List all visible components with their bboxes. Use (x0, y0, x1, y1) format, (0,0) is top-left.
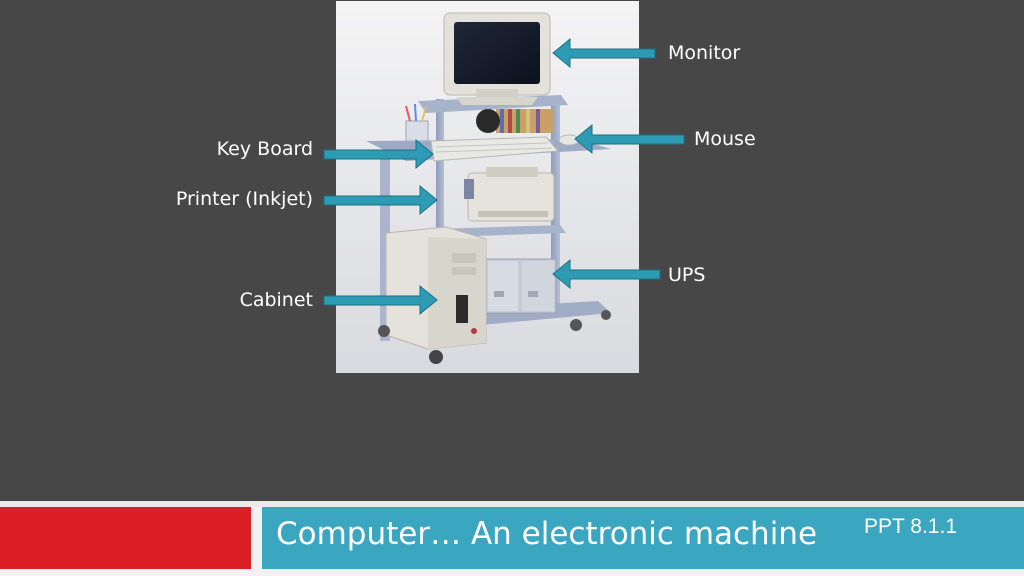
footer-red-block (0, 507, 251, 569)
cabinet-arrow-icon (323, 284, 438, 316)
label-cabinet: Cabinet (239, 289, 313, 311)
label-printer: Printer (Inkjet) (175, 188, 313, 210)
footer-bottom-strip (0, 569, 1024, 576)
computer-workstation-photo (336, 1, 639, 373)
printer-arrow-icon (323, 184, 438, 216)
footer-separator (0, 501, 1024, 507)
footer-gap (251, 507, 262, 576)
label-ups: UPS (668, 264, 706, 286)
mouse-arrow-icon (574, 123, 685, 155)
slide-title: Computer… An electronic machine (276, 516, 818, 552)
footer-title-bar (262, 507, 1024, 569)
slide-code: PPT 8.1.1 (864, 515, 958, 538)
label-keyboard: Key Board (216, 138, 313, 160)
label-monitor: Monitor (668, 42, 741, 64)
monitor-arrow-icon (552, 37, 656, 69)
label-mouse: Mouse (694, 128, 756, 150)
keyboard-arrow-icon (323, 138, 434, 170)
ups-arrow-icon (552, 258, 661, 290)
